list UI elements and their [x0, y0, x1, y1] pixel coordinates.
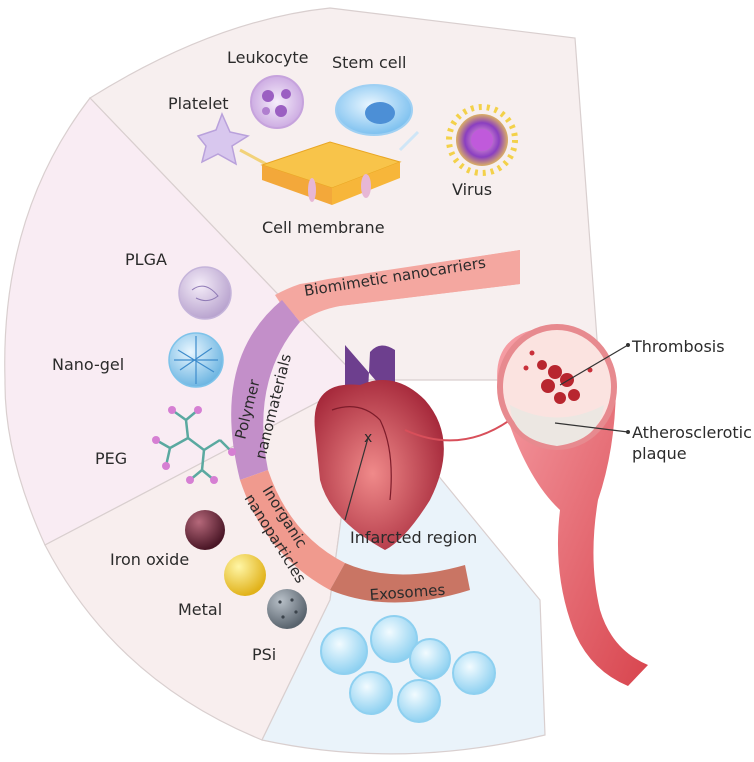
- virus-label: Virus: [452, 180, 492, 199]
- platelet-label: Platelet: [168, 94, 229, 113]
- infarct-marker: x: [364, 430, 372, 446]
- psi-label: PSi: [252, 645, 276, 664]
- heart-icon: x: [314, 345, 444, 550]
- metal-label: Metal: [178, 600, 222, 619]
- peg-label: PEG: [95, 449, 127, 468]
- leukocyte-icon: [250, 75, 304, 129]
- cell-membrane-label: Cell membrane: [262, 218, 385, 237]
- band-label-exosomes: Exosomes: [369, 581, 446, 604]
- stem-cell-icon: [335, 84, 413, 136]
- thrombosis-label: Thrombosis: [631, 337, 725, 356]
- polymer-sector-bg: [4, 97, 361, 546]
- nanogel-label: Nano-gel: [52, 355, 124, 374]
- plga-label: PLGA: [125, 250, 167, 269]
- thrombosis-dot: [626, 343, 630, 347]
- platelet-arrow: [239, 148, 267, 166]
- plaque-label-2: plaque: [632, 444, 687, 463]
- psi-icon: [267, 589, 307, 629]
- band-biomimetic-main: [282, 250, 520, 322]
- cell-membrane-icon: [260, 141, 402, 205]
- infarct-label: Infarcted region: [350, 528, 477, 547]
- stem-cell-arrow: [398, 130, 420, 152]
- iron-oxide-label: Iron oxide: [110, 550, 189, 569]
- thrombosis-pointer: [559, 344, 629, 386]
- band-exosomes: [330, 563, 470, 603]
- plga-icon: [178, 266, 232, 320]
- nanogel-icon: [168, 332, 224, 388]
- stem-cell-label: Stem cell: [332, 53, 406, 72]
- platelet-icon: [196, 112, 250, 166]
- band-polymer: [231, 300, 300, 480]
- metal-icon: [224, 554, 266, 596]
- plaque-dot: [626, 430, 630, 434]
- infarct-pointer: [344, 437, 369, 521]
- virus-icon: [446, 104, 518, 176]
- peg-icon: [152, 406, 236, 484]
- vessel-icon: [497, 324, 648, 686]
- band-inorganic: [240, 470, 345, 590]
- leukocyte-label: Leukocyte: [227, 48, 308, 67]
- inorganic-sector-bg: [44, 378, 361, 741]
- plaque-label-1: Atherosclerotic: [632, 423, 752, 442]
- iron-oxide-icon: [185, 510, 225, 550]
- plaque-pointer: [554, 422, 629, 433]
- exosome-cluster-icon: [320, 615, 496, 723]
